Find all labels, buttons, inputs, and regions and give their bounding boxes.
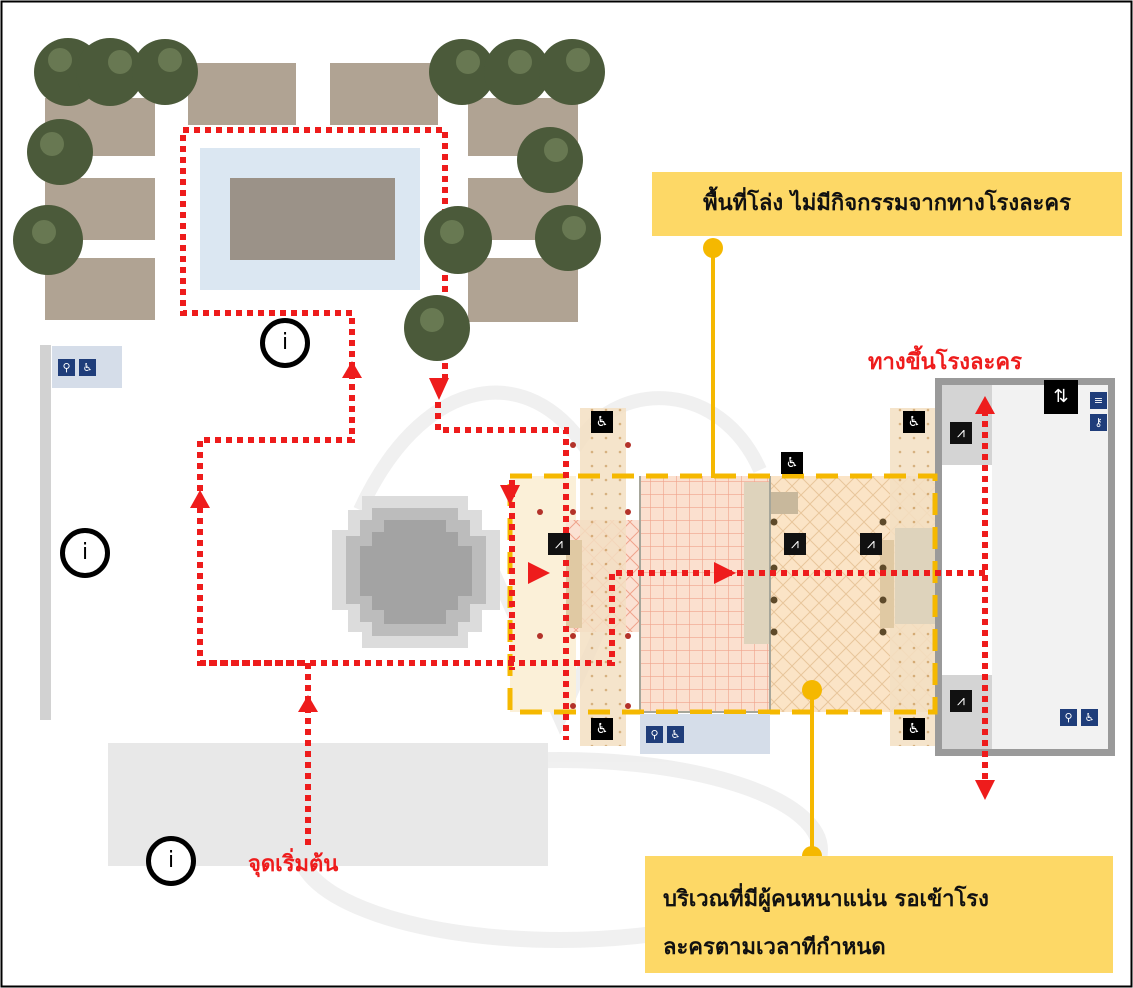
facility-chip-west: ⚲ ♿ [52,346,122,388]
info-point-icon[interactable]: i [60,528,110,578]
stairs-icon: ⩘ [548,533,570,555]
pond-island [230,178,395,260]
wheelchair-icon: ♿ [1081,708,1098,726]
restroom-icon: ⚲ [1060,708,1077,726]
posts [770,518,887,636]
crowded-area-callout: บริเวณที่มีผู้คนหนาแน่น รอเข้าโรง ละครตา… [645,856,1113,973]
wheelchair-icon: ♿ [591,718,613,740]
callout-connectors [703,238,822,866]
stairs-icon: ⩘ [950,690,972,712]
central-monument [332,496,500,648]
bollards [537,442,631,709]
facility-chip-theater: ⚲ ♿ [1054,702,1104,732]
elevator-icon: ⇅ [1044,380,1078,414]
open-area-callout: พื้นที่โล่ง ไม่มีกิจกรรมจากทางโรงละคร [652,172,1122,236]
left-walkway [40,345,51,720]
wheelchair-icon: ♿ [903,411,925,433]
crowded-area-line-2: ละครตามเวลาทีกำหนด [663,935,886,960]
route-arrows [190,361,995,800]
restroom-icon: ⚲ [646,725,663,743]
restroom-icon: ⚲ [58,358,75,376]
stairs-icon: ⩘ [784,533,806,555]
key-icon: ⚷ [1090,414,1107,431]
wheelchair-icon: ♿ [903,718,925,740]
theater-entrance-label: ทางขึ้นโรงละคร [868,350,1022,375]
crowded-area-line-1: บริเวณที่มีผู้คนหนาแน่น รอเข้าโรง [663,887,989,912]
start-point-label: จุดเริ่มต้น [248,852,339,877]
wheelchair-icon: ♿ [79,358,96,376]
escalator-icon: ≡ [1090,392,1107,409]
wheelchair-icon: ♿ [591,411,613,433]
wheelchair-icon: ♿ [667,725,684,743]
wheelchair-icon: ♿ [781,452,803,474]
stairs-icon: ⩘ [950,422,972,444]
info-point-icon[interactable]: i [146,836,196,886]
info-point-icon[interactable]: i [260,318,310,368]
stairs-icon: ⩘ [860,533,882,555]
facility-chip-plaza: ⚲ ♿ [640,714,770,754]
theater-building [935,378,1115,756]
